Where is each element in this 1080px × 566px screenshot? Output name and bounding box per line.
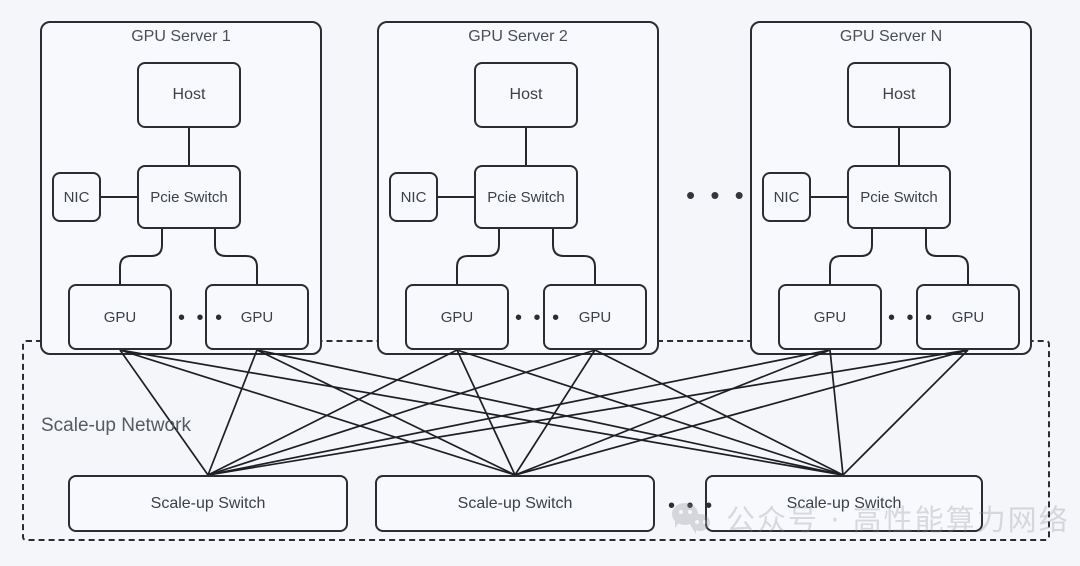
scale-up-network-label: Scale-up Network [41, 415, 191, 436]
server-1-host-box[interactable]: Host [137, 62, 241, 128]
scale-up-switch-2[interactable]: Scale-up Switch [375, 475, 655, 532]
server-2-gpu-right-box[interactable]: GPU [543, 284, 647, 350]
scale-up-switch-ellipsis: • • • [668, 495, 716, 517]
gpu-server-n-title: GPU Server N [839, 28, 943, 45]
server-n-gpu-right-box[interactable]: GPU [916, 284, 1020, 350]
server-n-host-box[interactable]: Host [847, 62, 951, 128]
server-2-gpu-left-box[interactable]: GPU [405, 284, 509, 350]
server-1-gpu-left-box[interactable]: GPU [68, 284, 172, 350]
server-2-host-box[interactable]: Host [474, 62, 578, 128]
server-1-nic-box[interactable]: NIC [52, 172, 101, 222]
scale-up-switch-3[interactable]: Scale-up Switch [705, 475, 983, 532]
server-n-gpu-left-box[interactable]: GPU [778, 284, 882, 350]
server-ellipsis: • • • [686, 180, 748, 210]
server-n-nic-box[interactable]: NIC [762, 172, 811, 222]
scale-up-switch-1[interactable]: Scale-up Switch [68, 475, 348, 532]
gpu-server-1-title: GPU Server 1 [131, 28, 231, 45]
gpu-server-2-title: GPU Server 2 [468, 28, 568, 45]
server-n-pcie-switch-box[interactable]: Pcie Switch [847, 165, 951, 229]
server-1-gpu-right-box[interactable]: GPU [205, 284, 309, 350]
server-1-pcie-switch-box[interactable]: Pcie Switch [137, 165, 241, 229]
server-2-gpu-ellipsis: • • • [515, 307, 563, 329]
server-1-gpu-ellipsis: • • • [178, 307, 226, 329]
server-n-gpu-ellipsis: • • • [888, 307, 936, 329]
server-2-pcie-switch-box[interactable]: Pcie Switch [474, 165, 578, 229]
server-2-nic-box[interactable]: NIC [389, 172, 438, 222]
